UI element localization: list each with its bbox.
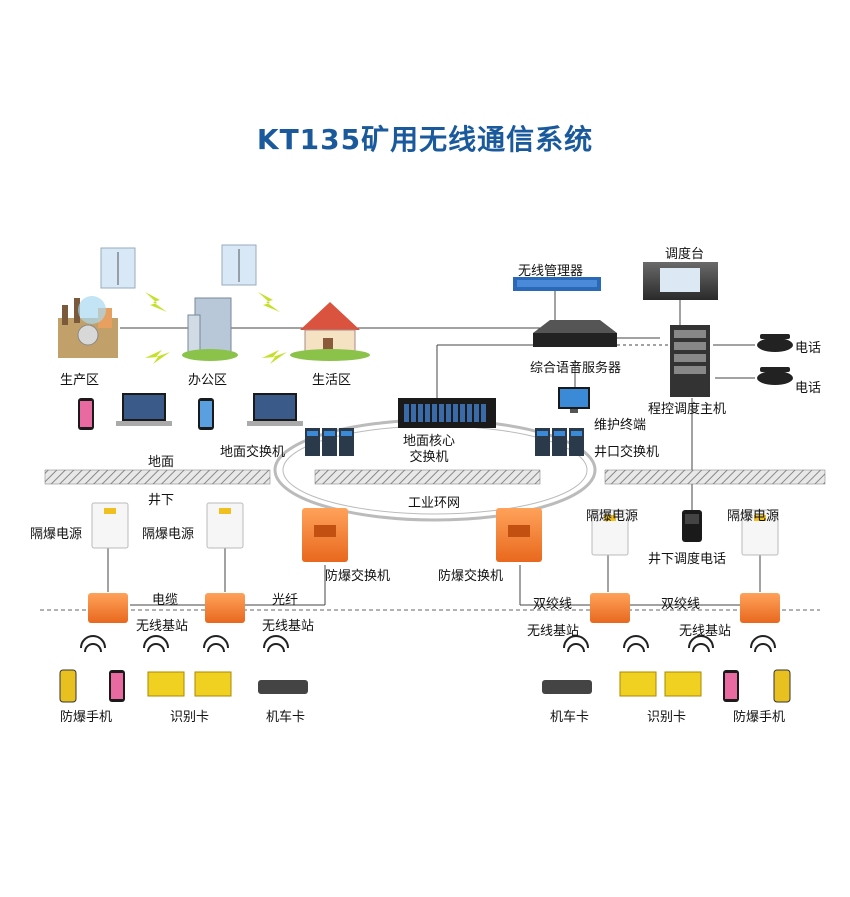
surface-devices	[78, 393, 303, 430]
ground-label: 地面	[148, 455, 175, 470]
loco-card-label-2: 机车卡	[550, 710, 590, 725]
wireless-signal-bolts	[145, 292, 287, 364]
ex-phone-label-2: 防爆手机	[733, 710, 786, 725]
isolated-power-devices	[91, 502, 779, 556]
ex-switch-devices	[302, 508, 542, 562]
shaft-switch-device	[535, 428, 584, 456]
cable-label: 电缆	[152, 593, 179, 608]
voice-server-label: 综合语音服务器	[530, 361, 622, 376]
office-building-icon	[182, 297, 238, 361]
cell-tower-icon	[100, 244, 257, 289]
underground-terminals	[59, 669, 791, 703]
page-title: KT135矿用无线通信系统	[256, 123, 594, 156]
production-zone-label: 生产区	[60, 373, 100, 388]
wireless-manager-label: 无线管理器	[518, 264, 584, 279]
house-icon	[290, 302, 370, 361]
wireless-manager-device	[513, 277, 601, 291]
surface-switch-label: 地面交换机	[220, 445, 286, 460]
office-zone-label: 办公区	[188, 373, 228, 388]
ex-switch-label-1: 防爆交换机	[325, 569, 391, 584]
fiber-label: 光纤	[272, 593, 299, 608]
phone-label-1: 电话	[795, 341, 822, 356]
surface-switch-device	[305, 428, 354, 456]
iso-power-label-3: 隔爆电源	[586, 509, 639, 524]
base-station-devices	[88, 593, 780, 623]
iso-power-label-4: 隔爆电源	[727, 509, 780, 524]
underground-phone-label: 井下调度电话	[648, 552, 727, 567]
ex-phone-label-1: 防爆手机	[60, 710, 113, 725]
phone-label-2: 电话	[795, 381, 822, 396]
iso-power-label-1: 隔爆电源	[30, 527, 83, 542]
iso-power-label-2: 隔爆电源	[142, 527, 195, 542]
dispatch-host-cabinet	[670, 325, 710, 397]
factory-icon	[58, 296, 118, 358]
underground-phone-device	[682, 510, 702, 542]
maintenance-terminal-label: 维护终端	[594, 418, 647, 433]
core-switch-device	[398, 398, 496, 428]
dispatch-console-device	[643, 262, 718, 300]
dispatch-host-label: 程控调度主机	[648, 402, 727, 417]
telephone-devices	[757, 334, 793, 385]
maintenance-terminal-device	[558, 387, 590, 413]
dispatch-console-label: 调度台	[665, 247, 705, 262]
underground-links	[107, 548, 761, 606]
industrial-ring-label: 工业环网	[408, 496, 461, 511]
base-station-label-3: 无线基站	[527, 624, 580, 639]
twisted-pair-label-2: 双绞线	[661, 597, 701, 612]
core-switch-label: 地面核心 交换机	[403, 434, 456, 465]
ex-switch-label-2: 防爆交换机	[438, 569, 504, 584]
base-station-label-4: 无线基站	[679, 624, 732, 639]
twisted-pair-label-1: 双绞线	[533, 597, 573, 612]
surface-network-lines	[120, 290, 755, 510]
ground-surface-hatch	[44, 469, 826, 485]
id-card-label-1: 识别卡	[170, 710, 210, 725]
loco-card-label-1: 机车卡	[266, 710, 306, 725]
base-station-label-1: 无线基站	[136, 619, 189, 634]
base-station-label-2: 无线基站	[262, 619, 315, 634]
id-card-label-2: 识别卡	[647, 710, 687, 725]
voice-server-device	[533, 320, 617, 347]
wifi-signal-icons	[80, 635, 776, 653]
underground-label: 井下	[148, 493, 175, 508]
living-zone-label: 生活区	[312, 373, 352, 388]
shaft-switch-label: 井口交换机	[594, 445, 660, 460]
